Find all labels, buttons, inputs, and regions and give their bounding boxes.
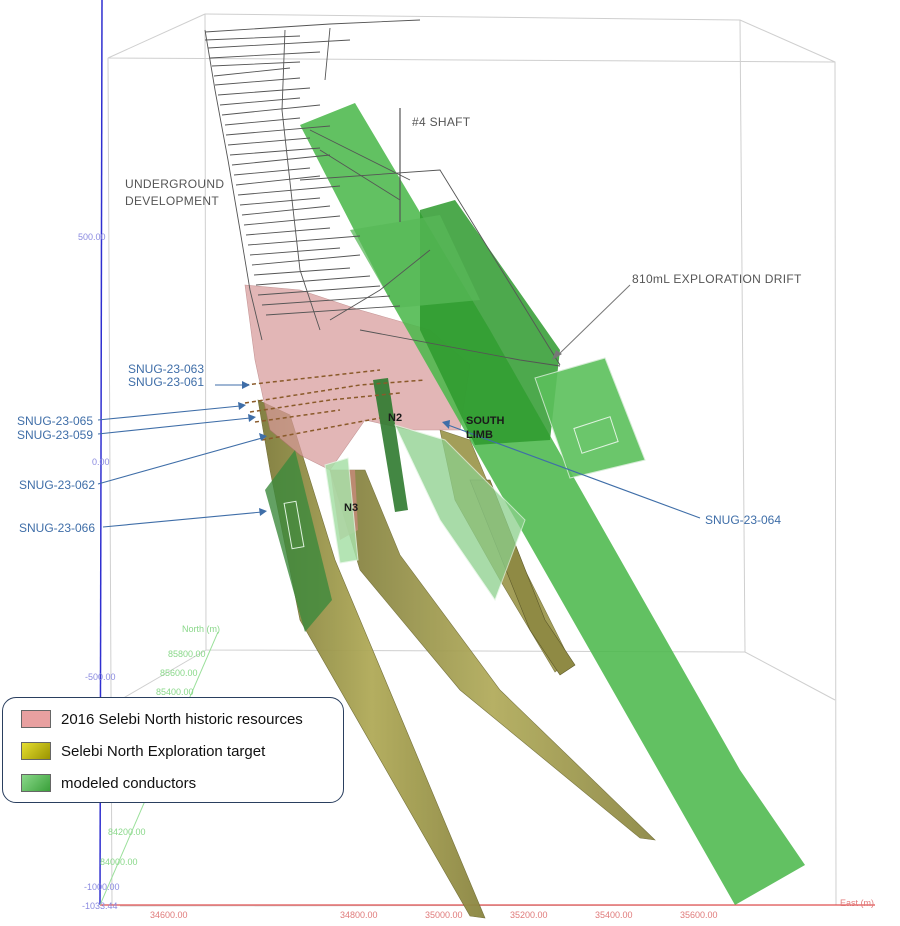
legend-swatch-conductors [21,774,51,792]
conductor-west-panel [265,450,332,632]
east-tick: 34600.00 [150,910,188,920]
drillhole-label: SNUG-23-065 [17,414,93,428]
elevation-tick: -1000.00 [84,882,120,892]
drillhole-trace [261,417,381,441]
east-axis-label: East (m) [840,898,874,908]
north-tick: 85400.00 [156,687,194,697]
drillhole-label: SNUG-23-061 [128,375,204,389]
elevation-ticks: 500.00 0.00 -500.00 -1000.00 -1033.44 [78,232,120,911]
north-tick: 84000.00 [100,857,138,867]
elevation-tick: -500.00 [85,672,116,682]
east-tick: 34800.00 [340,910,378,920]
drillhole-trace [249,392,401,413]
north-tick: 84200.00 [108,827,146,837]
drillhole-label: SNUG-23-062 [19,478,95,492]
east-tick: 35600.00 [680,910,718,920]
drillhole-trace [244,369,381,386]
east-ticks: 34600.00 34800.00 35000.00 35200.00 3540… [150,898,874,920]
drillhole-label: SNUG-23-066 [19,521,95,535]
elevation-tick: -1033.44 [82,901,118,911]
drillhole-trace [244,379,426,404]
n2-label: N2 [388,412,402,424]
drillhole-label: SNUG-23-064 [705,513,781,527]
drillhole-trace [254,409,341,423]
underground-development-label-line1: UNDERGROUND [125,177,224,191]
east-tick: 35400.00 [595,910,633,920]
drift-leader [552,284,631,360]
north-axis-label: North (m) [182,624,220,634]
n3-label: N3 [344,502,358,514]
legend-item-conductors: modeled conductors [21,773,196,793]
east-tick: 35200.00 [510,910,548,920]
leader-lines [97,384,701,528]
south-limb-label-line2: LIMB [466,429,493,441]
legend-swatch-historic [21,710,51,728]
legend-label: 2016 Selebi North historic resources [61,710,303,728]
shaft-label: #4 SHAFT [412,115,471,129]
elevation-tick: 500.00 [78,232,106,242]
drillhole-traces [244,369,426,441]
legend-swatch-target [21,742,51,760]
drillhole-label: SNUG-23-063 [128,362,204,376]
target-ribbon-middle [329,469,656,841]
conductor-n3-panel [324,457,359,564]
north-tick: 85800.00 [168,649,206,659]
east-tick: 35000.00 [425,910,463,920]
modeled-conductors [265,103,805,905]
north-ticks: North (m) 85800.00 85600.00 85400.00 842… [100,624,220,867]
underground-development [204,19,561,367]
legend-item-historic: 2016 Selebi North historic resources [21,709,303,729]
legend-label: Selebi North Exploration target [61,742,266,760]
underground-development-label-line2: DEVELOPMENT [125,194,219,208]
legend-label: modeled conductors [61,774,197,792]
conductor-drift-inner [573,416,619,454]
legend: 2016 Selebi North historic resources Sel… [2,697,344,803]
conductor-west-inner [283,500,305,550]
drillhole-label: SNUG-23-059 [17,428,93,442]
south-limb-label-line1: SOUTH [466,415,505,427]
conductor-n2-panel [373,378,408,512]
conductor-drift-block [534,357,646,479]
north-tick: 85600.00 [160,668,198,678]
leader-arrowheads [238,381,450,516]
conductor-south-panel [394,424,526,602]
elevation-tick: 0.00 [92,457,110,467]
legend-item-target: Selebi North Exploration target [21,741,265,761]
exploration-drift-label: 810mL EXPLORATION DRIFT [632,272,802,286]
